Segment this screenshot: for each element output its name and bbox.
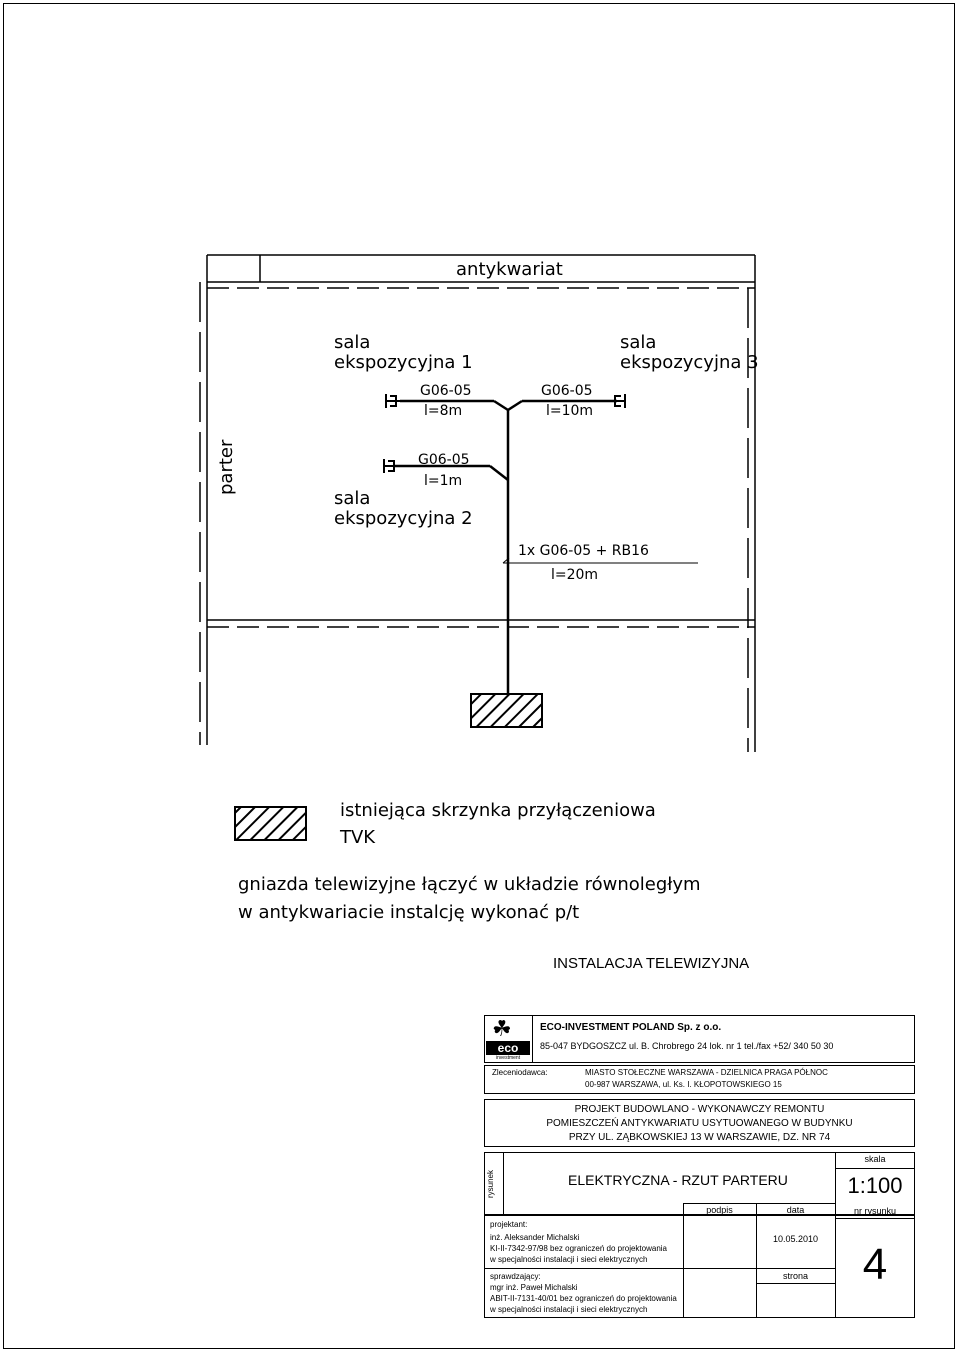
note-line-2: w antykwariacie instalcję wykonać p/t xyxy=(238,902,580,923)
tv-socket-icon xyxy=(611,394,626,408)
divider xyxy=(503,1152,504,1215)
company-address: 85-047 BYDGOSZCZ ul. B. Chrobrego 24 lok… xyxy=(540,1041,834,1051)
col-signature: podpis xyxy=(706,1205,733,1215)
page-label: strona xyxy=(782,1271,808,1281)
client-label: Zleceniodawca: xyxy=(492,1068,548,1077)
divider xyxy=(756,1283,835,1284)
main-cable-type: 1x G06-05 + RB16 xyxy=(518,543,649,559)
note-line-1: gniazda telewizyjne łączyć w układzie ró… xyxy=(238,874,701,895)
company-header xyxy=(484,1015,915,1063)
checker-scope: w specjalności instalacji i sieci elektr… xyxy=(490,1305,648,1314)
checker-license: ABIT-II-7131-40/01 bez ograniczeń do pro… xyxy=(490,1294,677,1303)
maple-leaf-icon: ☘ xyxy=(492,1016,512,1041)
designer-scope: w specjalności instalacji i sieci elektr… xyxy=(490,1255,648,1264)
connection-box-icon xyxy=(470,693,543,728)
company-logo: ☘ eco investment xyxy=(486,1017,530,1061)
logo-text: eco xyxy=(486,1041,530,1055)
divider xyxy=(835,1218,915,1219)
leader-arrow xyxy=(502,557,510,564)
client-section xyxy=(484,1065,915,1094)
room-label-2: sala ekspozycyjna 2 xyxy=(334,489,473,529)
drawing-name-section xyxy=(484,1152,915,1215)
room-label-line: ekspozycyjna 3 xyxy=(620,352,759,373)
logo-subtext: investment xyxy=(495,1055,521,1061)
project-line-1: PROJEKT BUDOWLANO - WYKONAWCZY REMONTU xyxy=(574,1104,825,1115)
main-cable-length: l=20m xyxy=(551,567,599,583)
tv-socket-icon xyxy=(385,394,400,408)
col-date: data xyxy=(786,1205,805,1215)
project-line-2: POMIESZCZEŃ ANTYKWARIATU USYTUOWANEGO W … xyxy=(546,1118,853,1129)
legend-box-label-1: istniejąca skrzynka przyłączeniowa xyxy=(340,800,656,821)
divider xyxy=(683,1203,684,1318)
drawing-name: ELEKTRYCZNA - RZUT PARTERU xyxy=(568,1172,788,1188)
room-label-3: sala ekspozycyjna 3 xyxy=(620,333,759,373)
drawing-label: rysunek xyxy=(486,1169,495,1198)
cable-mid-length: l=1m xyxy=(424,473,463,489)
cable-mid-type: G06-05 xyxy=(418,452,470,468)
scale-label: skala xyxy=(864,1154,886,1164)
drawing-title: INSTALACJA TELEWIZYJNA xyxy=(553,955,750,972)
legend-box-label-2: TVK xyxy=(340,827,376,848)
designer-license: KI-II-7342-97/98 bez ograniczeń do proje… xyxy=(490,1244,667,1253)
room-label-line: ekspozycyjna 2 xyxy=(334,508,473,529)
project-line-3: PRZY UL. ZĄBKOWSKIEJ 13 W WARSZAWIE, DZ.… xyxy=(568,1132,831,1143)
checker-name: mgr inż. Paweł Michalski xyxy=(490,1283,578,1292)
legend-connection-box-icon xyxy=(234,806,307,841)
room-label-line: sala xyxy=(620,332,657,353)
divider xyxy=(532,1015,533,1063)
floor-label: parter xyxy=(216,439,237,495)
signatures-section xyxy=(484,1215,915,1318)
project-section xyxy=(484,1099,915,1147)
date-value: 10.05.2010 xyxy=(772,1234,819,1244)
divider xyxy=(835,1152,836,1215)
divider xyxy=(835,1203,836,1318)
designer-label: projektant: xyxy=(490,1220,528,1229)
checker-label: sprawdzający: xyxy=(490,1272,541,1281)
cable-left-type: G06-05 xyxy=(420,383,472,399)
designer-name: inż. Aleksander Michalski xyxy=(490,1233,580,1242)
scale-value: 1:100 xyxy=(847,1173,903,1198)
client-line-1: MIASTO STOŁECZNE WARSZAWA - DZIELNICA PR… xyxy=(585,1068,828,1077)
room-label-1: sala ekspozycyjna 1 xyxy=(334,333,473,373)
sheet-border xyxy=(3,3,955,1349)
tv-cabling xyxy=(393,399,617,694)
room-label-line: ekspozycyjna 1 xyxy=(334,352,473,373)
cable-left-length: l=8m xyxy=(424,403,463,419)
divider xyxy=(484,1268,835,1269)
tv-socket-icon xyxy=(383,459,398,473)
building-walls xyxy=(199,254,756,752)
company-name: ECO-INVESTMENT POLAND Sp. z o.o. xyxy=(540,1022,722,1033)
cable-right-length: l=10m xyxy=(546,403,594,419)
zone-label-antykwariat: antykwariat xyxy=(456,259,563,280)
room-label-line: sala xyxy=(334,488,371,509)
divider xyxy=(683,1203,835,1204)
room-label-line: sala xyxy=(334,332,371,353)
client-line-2: 00-987 WARSZAWA, ul. Ks. I. KŁOPOTOWSKIE… xyxy=(585,1080,782,1089)
drawing-number: 4 xyxy=(862,1240,888,1289)
col-number: nr rysunku xyxy=(853,1206,897,1216)
divider xyxy=(756,1203,757,1318)
cable-right-type: G06-05 xyxy=(541,383,593,399)
divider xyxy=(835,1168,915,1169)
